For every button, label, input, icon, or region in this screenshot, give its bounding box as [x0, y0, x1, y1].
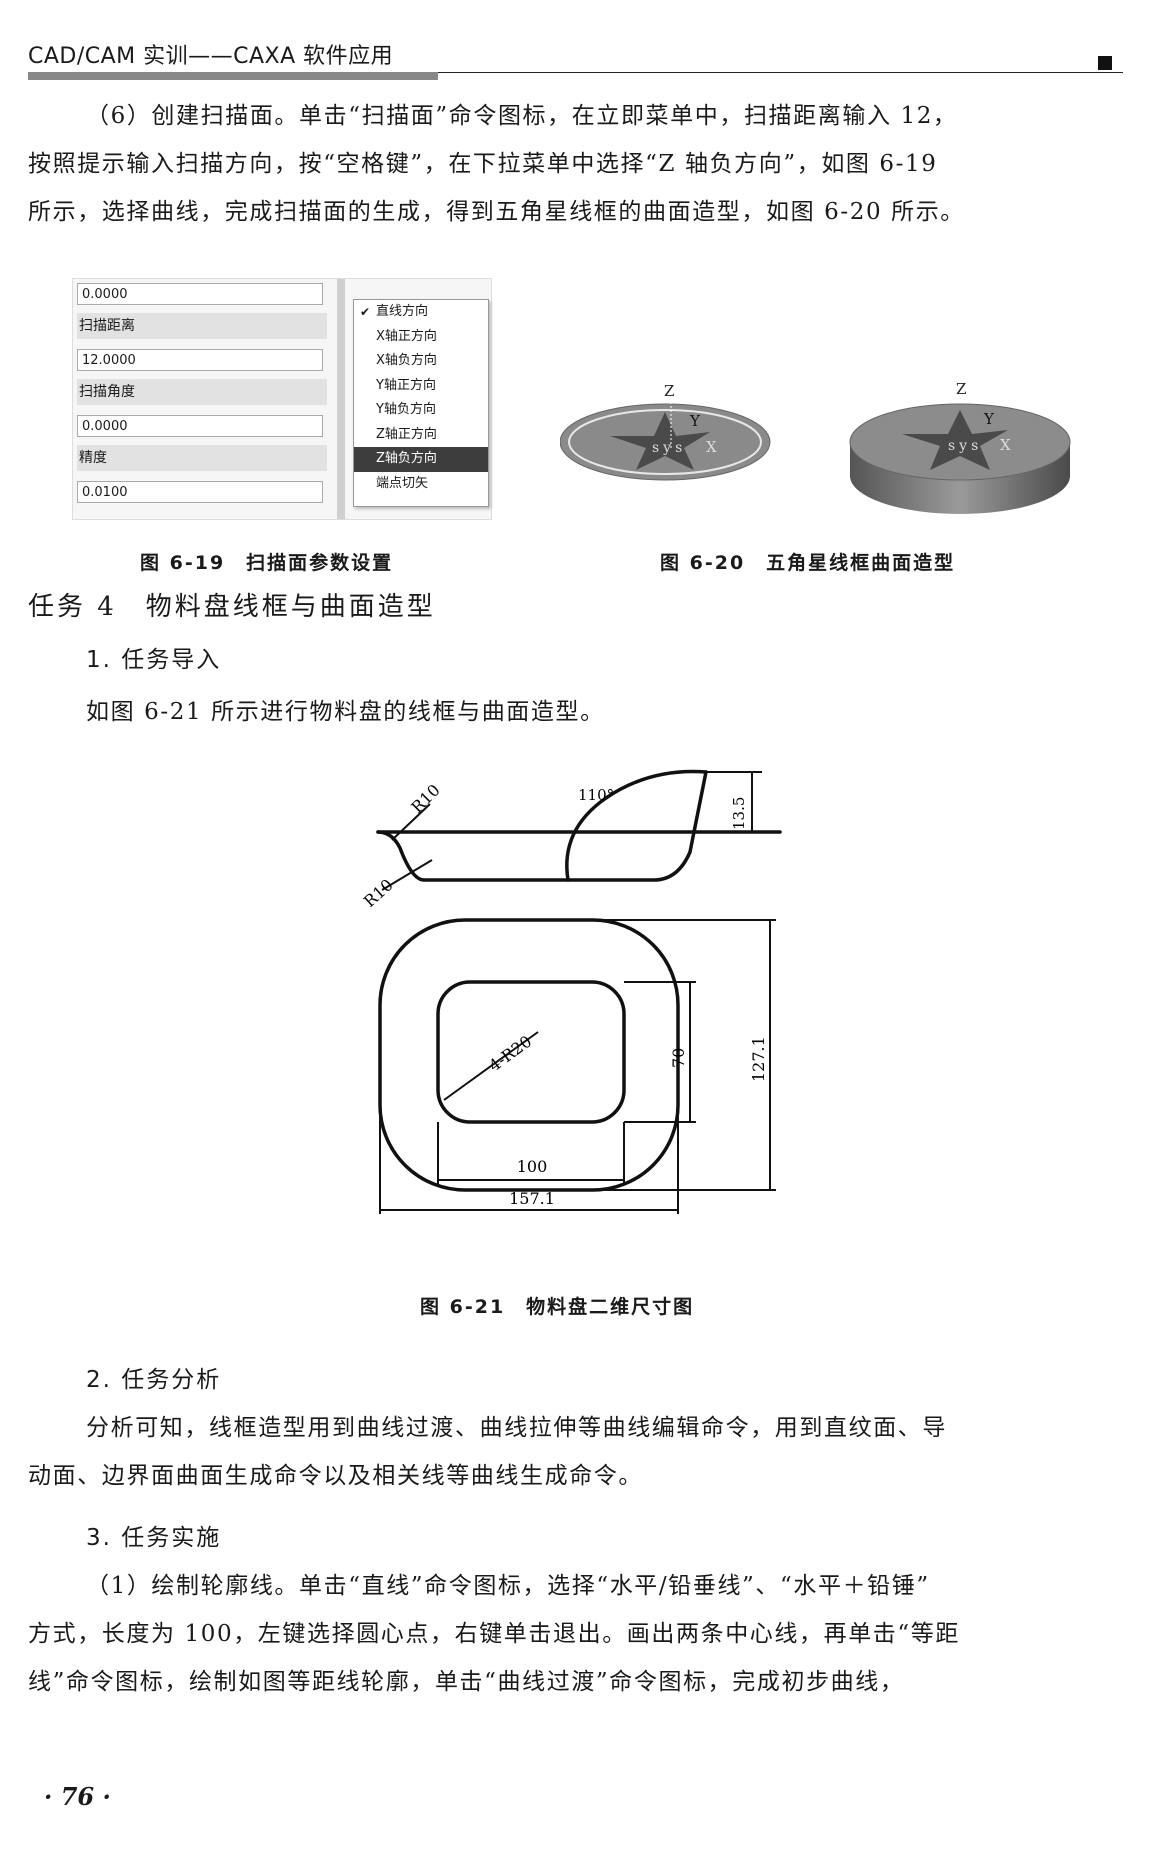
menu-item-endpoint-tangent[interactable]: 端点切矢: [376, 475, 429, 491]
dim-r10-bottom: R10: [360, 875, 397, 911]
axis-z-2: Z: [956, 380, 966, 398]
dim-angle: 110°: [578, 786, 614, 804]
direction-dropdown-menu: ✔直线方向 X轴正方向 X轴负方向 Y轴正方向 Y轴负方向 Z轴正方向 Z轴负方…: [353, 299, 489, 507]
section-3-heading: 3. 任务实施: [86, 1525, 222, 1551]
header-bar: [28, 72, 438, 80]
caption-fig-6-21: 图 6-21 物料盘二维尺寸图: [420, 1296, 695, 1318]
scan-distance-field[interactable]: 12.0000: [77, 349, 323, 371]
s3-line-3: 线”命令图标，绘制如图等距线轮廓，单击“曲线过渡”命令图标，完成初步曲线，: [28, 1669, 905, 1695]
axis-y-1: Y: [689, 412, 701, 430]
menu-item-z-positive[interactable]: Z轴正方向: [376, 426, 437, 442]
dim-height: 13.5: [730, 797, 748, 830]
header-square-icon: [1098, 56, 1112, 70]
section-1-heading: 1. 任务导入: [86, 647, 222, 673]
star-surface-figure: Z Y sys X Z Y sys X: [560, 380, 1071, 514]
task-4-title: 任务 4 物料盘线框与曲面造型: [28, 592, 436, 622]
scan-angle-field[interactable]: 0.0000: [77, 415, 323, 437]
section-1-body: 如图 6-21 所示进行物料盘的线框与曲面造型。: [28, 688, 1123, 736]
star-shape-1: [610, 412, 710, 470]
menu-item-x-positive[interactable]: X轴正方向: [376, 328, 437, 344]
page-number: · 76 ·: [44, 1782, 111, 1811]
dim-inner-height: 70: [669, 1048, 688, 1068]
axis-sys-2: sys: [948, 438, 982, 454]
dim-fillet: 4-R20: [485, 1032, 535, 1076]
section-2-body: 分析可知，线框造型用到曲线过渡、曲线拉伸等曲线编辑命令，用到直纹面、导 动面、边…: [28, 1404, 1123, 1500]
paragraph-step-6: （6）创建扫描面。单击“扫描面”命令图标，在立即菜单中，扫描距离输入 12， 按…: [28, 92, 1123, 236]
label-scan-distance: 扫描距离: [77, 313, 327, 339]
section-2-heading: 2. 任务分析: [86, 1367, 222, 1393]
dim-inner-width: 100: [517, 1157, 548, 1176]
disc-thick: [849, 403, 1071, 514]
label-scan-angle: 扫描角度: [77, 379, 327, 405]
running-header: CAD/CAM 实训——CAXA 软件应用: [28, 44, 394, 69]
menu-item-y-negative[interactable]: Y轴负方向: [376, 402, 436, 417]
dim-r10-top: R10: [407, 780, 443, 816]
header-rule: [28, 72, 1123, 73]
menu-item-z-negative[interactable]: Z轴负方向: [354, 447, 488, 472]
precision-field[interactable]: 0.0100: [77, 481, 323, 503]
label-precision: 精度: [77, 445, 327, 471]
axis-z-1: Z: [664, 382, 674, 400]
star-shape-2: [902, 410, 1008, 470]
s3-line-1: （1）绘制轮廓线。单击“直线”命令图标，选择“水平/铅垂线”、“水平＋铅锤”: [86, 1573, 930, 1599]
menu-item-x-negative[interactable]: X轴负方向: [376, 353, 437, 368]
s3-line-2: 方式，长度为 100，左键选择圆心点，右键单击退出。画出两条中心线，再单击“等距: [28, 1621, 960, 1647]
p6-line-3: 所示，选择曲线，完成扫描面的生成，得到五角星线框的曲面造型，如图 6-20 所示…: [28, 199, 965, 225]
axis-x-2: X: [1000, 436, 1011, 454]
section-arc: [565, 796, 608, 882]
s1-text: 如图 6-21 所示进行物料盘的线框与曲面造型。: [86, 699, 605, 725]
panel-scrollbar[interactable]: [337, 279, 345, 519]
axis-x-1: X: [706, 438, 717, 456]
s2-line-1: 分析可知，线框造型用到曲线过渡、曲线拉伸等曲线编辑命令，用到直纹面、导: [86, 1415, 947, 1441]
axis-sys-1: sys: [652, 440, 686, 456]
checkmark-icon: ✔: [360, 305, 371, 319]
inner-rounded-rect: [436, 980, 626, 1124]
axis-y-2: Y: [983, 410, 995, 428]
s2-line-2: 动面、边界面曲面生成命令以及相关线等曲线生成命令。: [28, 1463, 643, 1489]
section-top-arc: [604, 769, 708, 800]
caption-fig-6-19: 图 6-19 扫描面参数设置: [140, 552, 394, 574]
tray-dimension-drawing: R10 R10 110° 13.5 4-R20 70 127.1 100 157…: [360, 769, 782, 1214]
section-3-body: （1）绘制轮廓线。单击“直线”命令图标，选择“水平/铅垂线”、“水平＋铅锤” 方…: [28, 1562, 1123, 1706]
section-profile: [376, 770, 708, 882]
p6-line-2: 按照提示输入扫描方向，按“空格键”，在下拉菜单中选择“Z 轴负方向”，如图 6-…: [28, 151, 938, 177]
menu-item-y-positive[interactable]: Y轴正方向: [376, 377, 436, 393]
scan-params-panel: 0.0000 扫描距离 12.0000 扫描角度 0.0000 精度 0.010…: [72, 278, 492, 520]
outer-rounded-rect: [378, 918, 680, 1192]
dim-outer-width: 157.1: [509, 1189, 555, 1208]
dim-outer-height: 127.1: [749, 1036, 768, 1082]
field-value-1[interactable]: 0.0000: [77, 283, 323, 305]
disc-thin: [560, 390, 771, 481]
p6-line-1: （6）创建扫描面。单击“扫描面”命令图标，在立即菜单中，扫描距离输入 12，: [86, 103, 958, 129]
menu-item-line-direction[interactable]: ✔直线方向: [354, 300, 488, 325]
caption-fig-6-20: 图 6-20 五角星线框曲面造型: [660, 552, 956, 574]
